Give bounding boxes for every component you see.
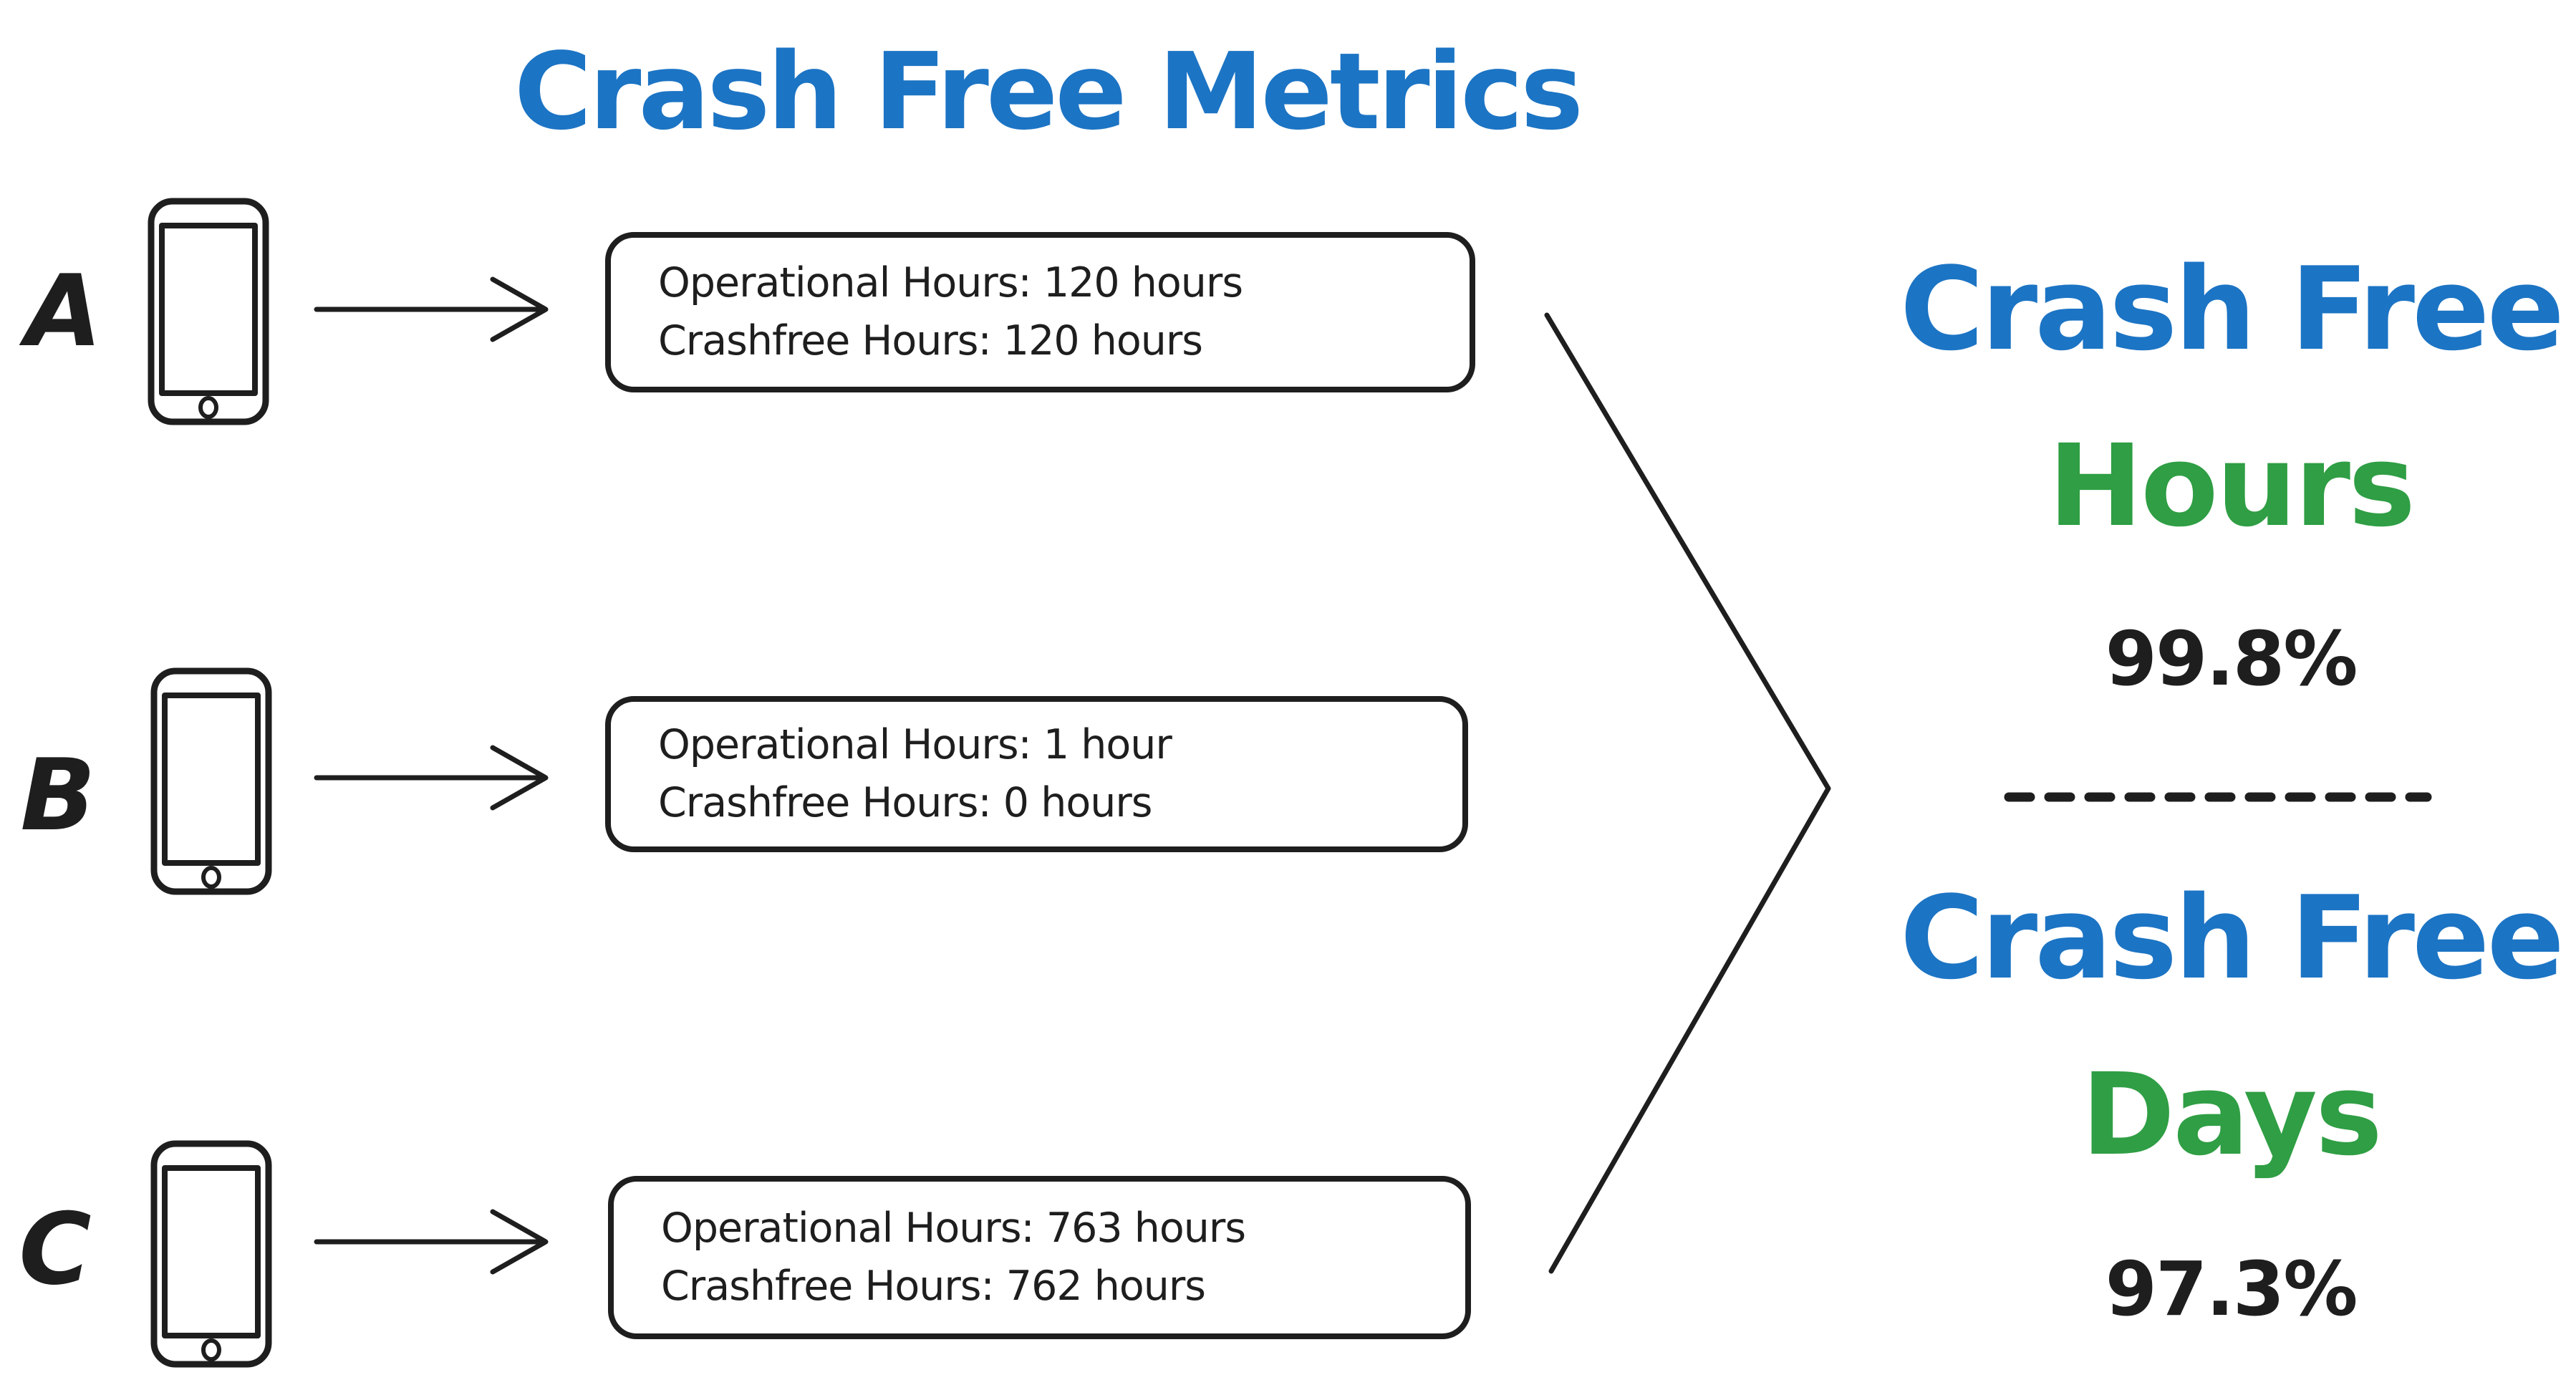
crash-free-days-title-green: Days — [2081, 1049, 2383, 1181]
operational-hours-line: Operational Hours: 763 hours — [661, 1205, 1246, 1253]
crash-free-days-value: 97.3% — [2105, 1245, 2358, 1333]
device-a-stats-box: Operational Hours: 120 hours Crashfree H… — [605, 232, 1475, 392]
dashed-divider — [2004, 792, 2432, 802]
device-a-label: A — [25, 254, 102, 369]
phone-icon — [150, 1140, 272, 1368]
merge-chevron-icon — [1544, 312, 1831, 1274]
device-c-stats-box: Operational Hours: 763 hours Crashfree H… — [608, 1176, 1471, 1339]
crash-free-days-title-blue: Crash Free — [1899, 871, 2565, 1005]
right-arrow-icon — [314, 745, 549, 811]
device-c-label: C — [19, 1192, 92, 1307]
device-b-stats-box: Operational Hours: 1 hour Crashfree Hour… — [605, 696, 1468, 852]
crash-free-hours-title-green: Hours — [2047, 420, 2416, 552]
results-panel: Crash Free Hours 99.8% Crash Free Days 9… — [1880, 0, 2576, 1380]
crash-free-hours-title-blue: Crash Free — [1899, 242, 2565, 376]
device-b-label: B — [20, 738, 96, 853]
crash-free-hours-value: 99.8% — [2105, 615, 2358, 703]
phone-icon — [148, 198, 269, 425]
page-title: Crash Free Metrics — [513, 30, 1583, 153]
right-arrow-icon — [314, 276, 549, 342]
phone-icon — [150, 667, 272, 895]
operational-hours-line: Operational Hours: 120 hours — [658, 259, 1243, 307]
crashfree-hours-line: Crashfree Hours: 762 hours — [661, 1263, 1206, 1310]
operational-hours-line: Operational Hours: 1 hour — [658, 721, 1172, 769]
crashfree-hours-line: Crashfree Hours: 0 hours — [658, 779, 1152, 826]
crashfree-hours-line: Crashfree Hours: 120 hours — [658, 317, 1203, 365]
right-arrow-icon — [314, 1209, 549, 1275]
